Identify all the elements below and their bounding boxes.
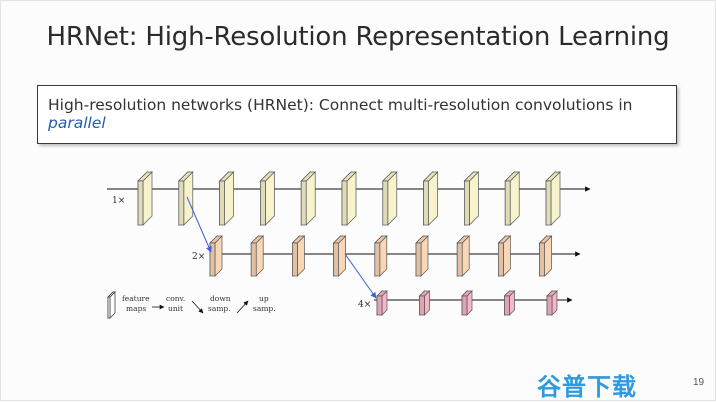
legend-feature-map-icon — [107, 291, 116, 319]
legend-up-label-1: up — [259, 294, 269, 303]
legend-conv-label-1: conv. — [166, 294, 185, 303]
legend-up-label-2: samp. — [253, 304, 276, 313]
feature-map-block — [415, 235, 429, 277]
feature-map-block — [497, 235, 512, 277]
feature-map-block — [341, 171, 357, 226]
stream-3-blocks — [376, 290, 558, 316]
feature-map-block — [545, 171, 561, 226]
legend-down-arrow — [191, 300, 204, 314]
legend-up-arrow — [236, 300, 249, 314]
feature-map-block — [332, 235, 347, 277]
legend-conv-label-2: unit — [168, 304, 183, 313]
down-connection-1-2 — [186, 196, 212, 253]
legend-down-label-1: down — [210, 294, 231, 303]
feature-map-block — [209, 235, 223, 277]
slide-title: HRNet: High-Resolution Representation Le… — [46, 22, 670, 52]
feature-map-block — [503, 290, 516, 316]
feature-map-block — [291, 235, 306, 277]
legend: feature maps conv. unit down samp. up sa… — [107, 291, 276, 319]
stream-1-label: 1× — [112, 196, 125, 206]
feature-map-block — [218, 171, 235, 226]
page-number: 19 — [693, 377, 705, 388]
feature-map-block — [381, 171, 398, 226]
definition-banner: High-resolution networks (HRNet): Connec… — [37, 85, 677, 144]
banner-text: High-resolution networks (HRNet): Connec… — [48, 96, 676, 132]
stream-2-blocks — [209, 235, 553, 277]
feature-map-block — [300, 171, 317, 226]
feature-map-block — [504, 171, 521, 226]
stream-3-label: 4× — [358, 300, 371, 310]
feature-map-block — [418, 290, 431, 316]
feature-map-block — [422, 171, 439, 226]
feature-map-block — [456, 235, 471, 277]
stream-1-blocks — [137, 171, 561, 226]
legend-feature-label-1: feature — [122, 294, 150, 303]
legend-down-label-2: samp. — [208, 304, 231, 313]
feature-map-block — [461, 290, 473, 316]
feature-map-block — [538, 235, 553, 277]
feature-map-block — [259, 171, 276, 226]
down-connection-2-3 — [344, 253, 377, 299]
feature-map-block — [177, 171, 194, 226]
watermark-logo: 谷普下载 — [537, 373, 637, 401]
feature-map-block — [546, 290, 558, 316]
feature-map-block — [250, 235, 265, 277]
stream-2-label: 2× — [192, 252, 205, 262]
feature-map-block — [376, 290, 388, 316]
legend-feature-label-2: maps — [126, 304, 146, 313]
banner-main-text: High-resolution networks (HRNet): Connec… — [48, 96, 633, 114]
feature-map-block — [137, 171, 153, 226]
feature-map-block — [373, 235, 388, 277]
banner-emphasis: parallel — [48, 114, 106, 132]
feature-map-block — [463, 171, 480, 226]
